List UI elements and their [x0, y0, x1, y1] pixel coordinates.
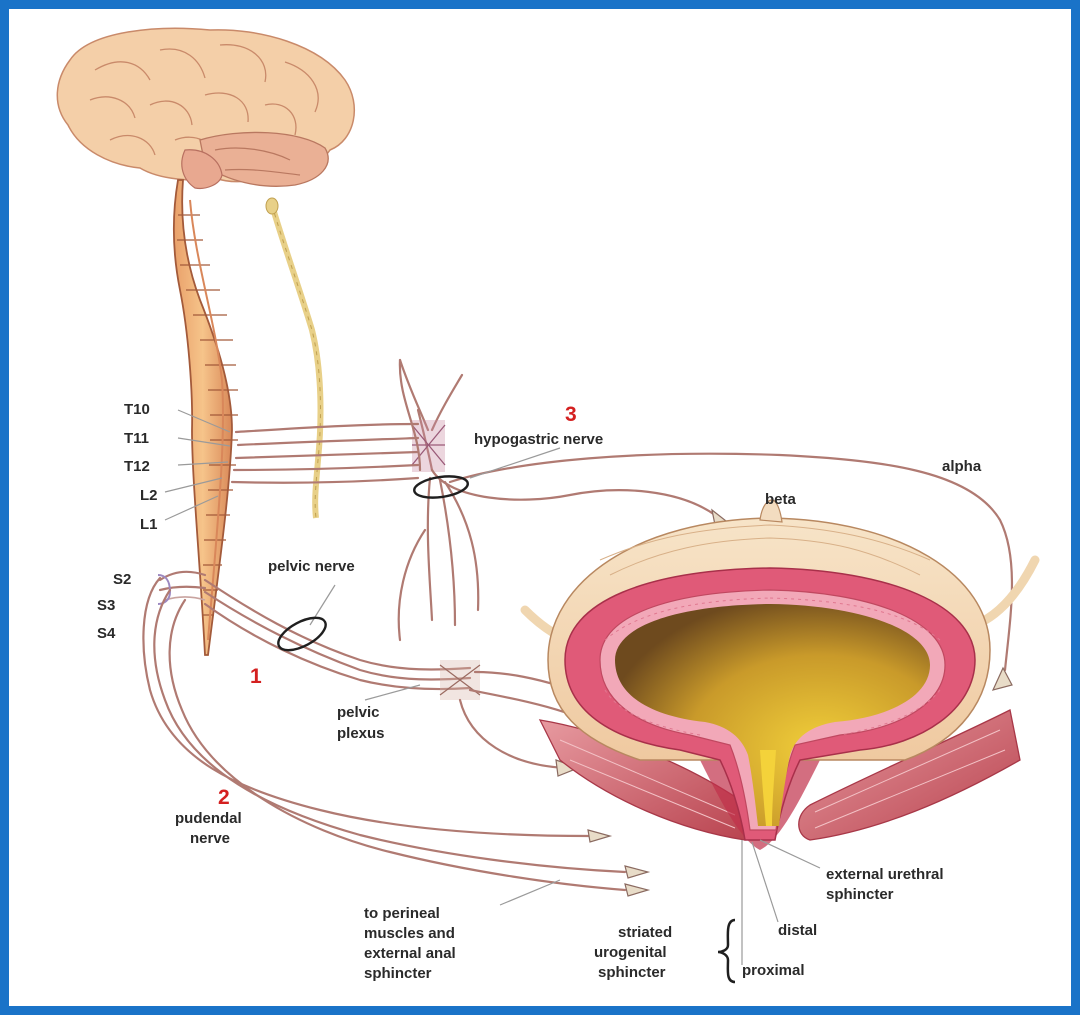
nerve-markers — [277, 475, 469, 652]
sphincter-brace — [717, 918, 736, 984]
diagram-labels: T10 T11 T12 L2 L1 S2 S3 S4 3 hypogastric… — [97, 401, 982, 982]
label-perineal-1: to perineal — [364, 905, 440, 922]
label-number-3: 3 — [565, 403, 577, 426]
label-distal: distal — [778, 922, 817, 939]
label-pelvic-plexus-2: plexus — [337, 725, 385, 742]
label-beta: beta — [765, 491, 797, 508]
label-perineal-4: sphincter — [364, 965, 432, 982]
label-striated-2: urogenital — [594, 944, 667, 961]
root-leader-lines — [164, 409, 231, 521]
label-striated-1: striated — [618, 924, 672, 941]
hypogastric-nerve-marker — [413, 475, 469, 499]
label-proximal: proximal — [742, 962, 805, 979]
label-external-urethral-1: external urethral — [826, 866, 944, 883]
label-pudendal-2: nerve — [190, 830, 230, 847]
label-pelvic-plexus-1: pelvic — [337, 704, 380, 721]
label-perineal-2: muscles and — [364, 925, 455, 942]
label-striated-3: sphincter — [598, 964, 666, 981]
label-t10: T10 — [124, 401, 150, 418]
label-l1: L1 — [140, 516, 158, 533]
bladder-innervation-diagram: T10 T11 T12 L2 L1 S2 S3 S4 3 hypogastric… — [56, 27, 1040, 984]
spinal-cord-illustration — [172, 179, 238, 656]
pudendal-nerve-path — [142, 576, 651, 897]
thoracolumbar-roots — [230, 422, 420, 484]
label-t11: T11 — [124, 430, 149, 447]
bladder-leader-lines — [309, 447, 821, 965]
label-pelvic-nerve: pelvic nerve — [268, 558, 355, 575]
brain-illustration — [56, 27, 356, 190]
bladder-illustration — [520, 499, 1040, 850]
label-s2: S2 — [113, 571, 131, 588]
pelvic-nerve-marker — [277, 616, 327, 652]
label-external-urethral-2: sphincter — [826, 886, 894, 903]
label-hypogastric-nerve: hypogastric nerve — [474, 431, 603, 448]
label-alpha: alpha — [942, 458, 982, 475]
label-s4: S4 — [97, 625, 116, 642]
label-number-1: 1 — [250, 665, 262, 688]
label-l2: L2 — [140, 487, 158, 504]
label-t12: T12 — [124, 458, 150, 475]
label-perineal-3: external anal — [364, 945, 456, 962]
label-s3: S3 — [97, 597, 115, 614]
label-pudendal-1: pudendal — [175, 810, 242, 827]
label-number-2: 2 — [218, 786, 230, 809]
